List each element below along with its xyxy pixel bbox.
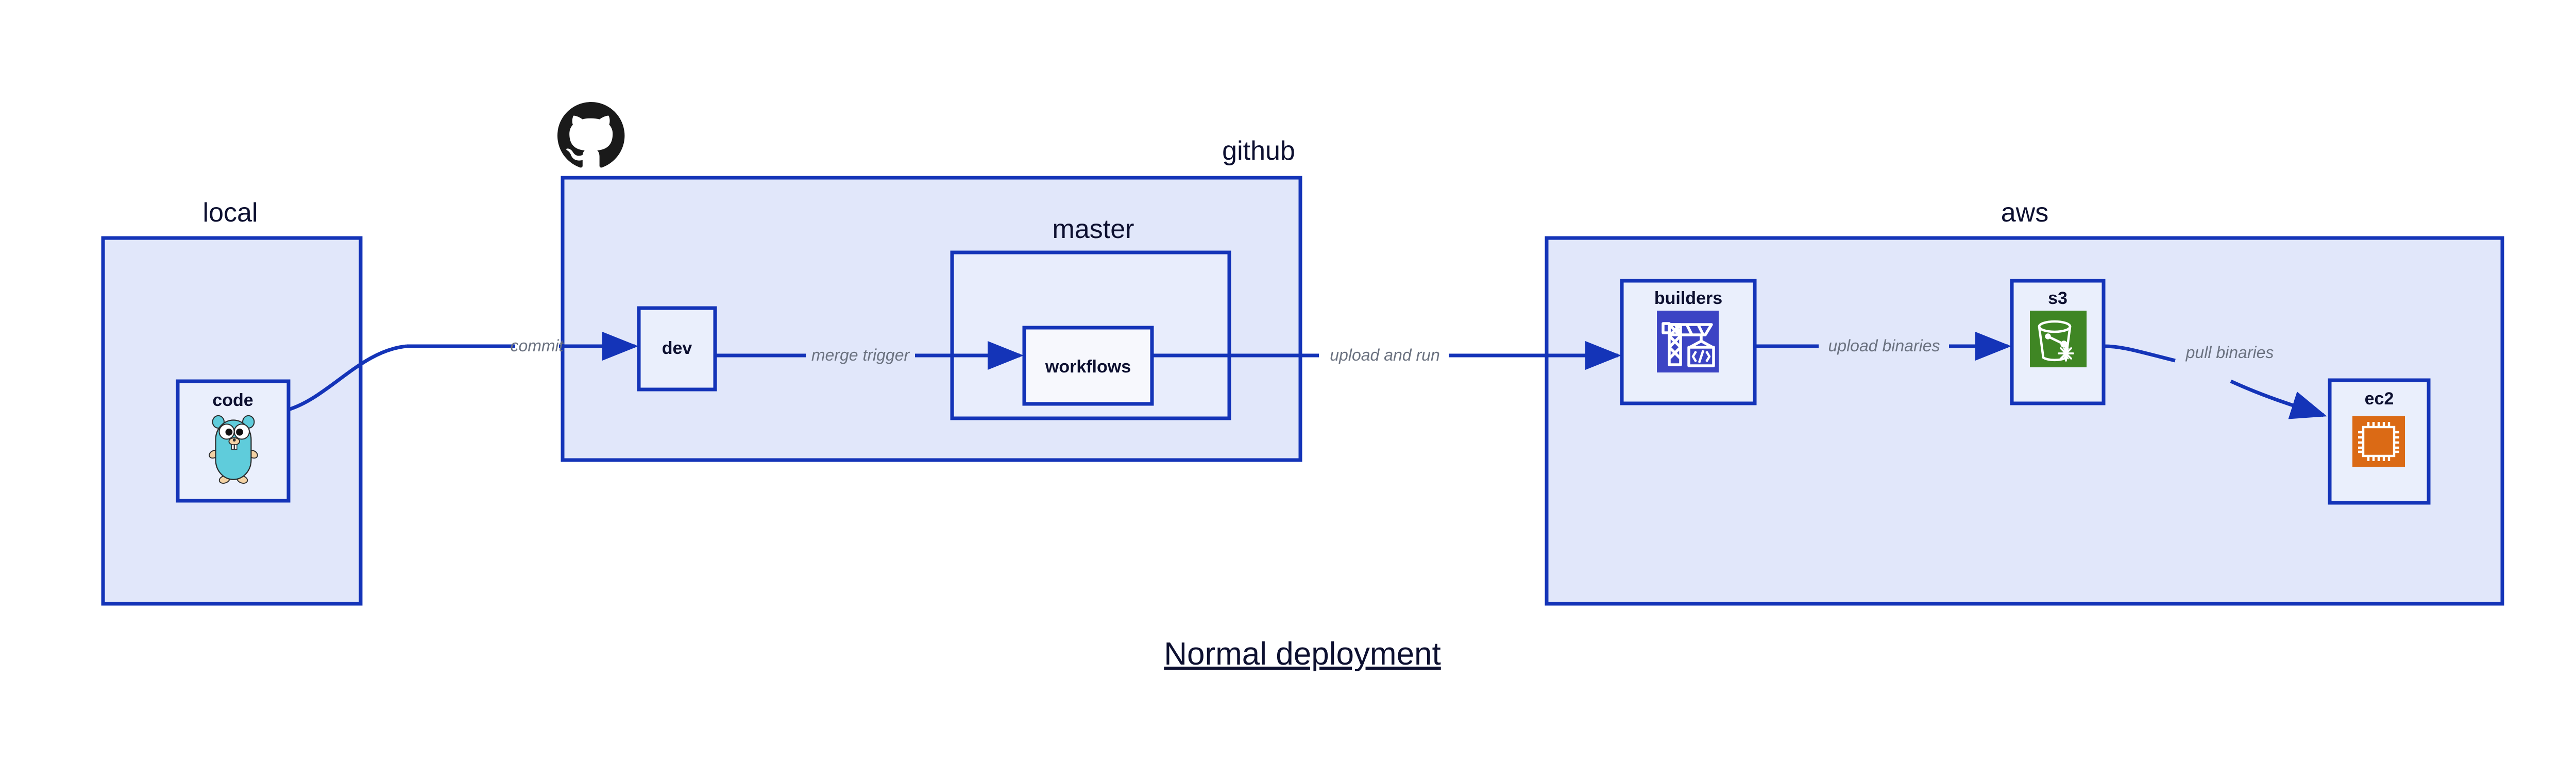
node-label-workflows: workflows xyxy=(1045,357,1131,377)
edge-label-commit: commit xyxy=(510,336,564,355)
github-octocat-icon xyxy=(557,102,625,168)
aws-codebuild-icon xyxy=(1657,311,1719,372)
edge-label-upload-binaries: upload binaries xyxy=(1828,336,1940,355)
aws-s3-glacier-icon xyxy=(2030,311,2087,367)
edge-upload-and-run: upload and run xyxy=(1152,341,1621,370)
go-gopher-icon xyxy=(209,415,258,484)
group-label-aws: aws xyxy=(2001,198,2048,228)
diagram-title-group: Normal deployment xyxy=(1164,636,1441,672)
node-label-dev: dev xyxy=(662,338,692,358)
edge-commit: commit xyxy=(287,332,638,412)
node-workflows[interactable]: workflows xyxy=(1022,326,1154,406)
group-label-master: master xyxy=(1053,214,1134,244)
node-builders[interactable]: builders xyxy=(1620,279,1757,405)
edge-label-merge-trigger: merge trigger xyxy=(811,346,910,364)
group-label-local: local xyxy=(203,198,258,228)
edge-label-upload-and-run: upload and run xyxy=(1330,346,1440,364)
group-local: local code xyxy=(101,198,363,606)
edge-label-pull-binaries: pull binaries xyxy=(2185,343,2274,362)
subgroup-master: master workflows xyxy=(950,214,1231,420)
edge-line-commit-curve xyxy=(287,344,408,412)
node-code[interactable]: code xyxy=(176,379,291,503)
node-ec2[interactable]: ec2 xyxy=(2328,378,2431,505)
node-label-s3: s3 xyxy=(2048,288,2067,308)
node-dev[interactable]: dev xyxy=(637,306,717,392)
edge-line-pullbin-b xyxy=(2230,379,2327,419)
edge-pull-binaries: pull binaries xyxy=(2103,343,2327,419)
aws-ec2-chip-icon xyxy=(2352,416,2405,467)
group-github: github dev master workflows xyxy=(557,102,1302,462)
node-label-code: code xyxy=(212,390,253,410)
node-label-ec2: ec2 xyxy=(2365,389,2394,409)
node-box-dev[interactable] xyxy=(637,306,717,392)
diagram-title: Normal deployment xyxy=(1164,636,1441,672)
edge-upload-binaries: upload binaries xyxy=(1755,332,2011,361)
edge-merge-trigger: merge trigger xyxy=(715,341,1024,370)
group-label-github: github xyxy=(1222,136,1295,166)
node-s3[interactable]: s3 xyxy=(2010,279,2106,405)
node-box-workflows[interactable] xyxy=(1022,326,1154,406)
group-aws: aws builders xyxy=(1545,198,2504,606)
edge-line-pullbin-a xyxy=(2103,344,2176,363)
node-label-builders: builders xyxy=(1654,288,1722,308)
